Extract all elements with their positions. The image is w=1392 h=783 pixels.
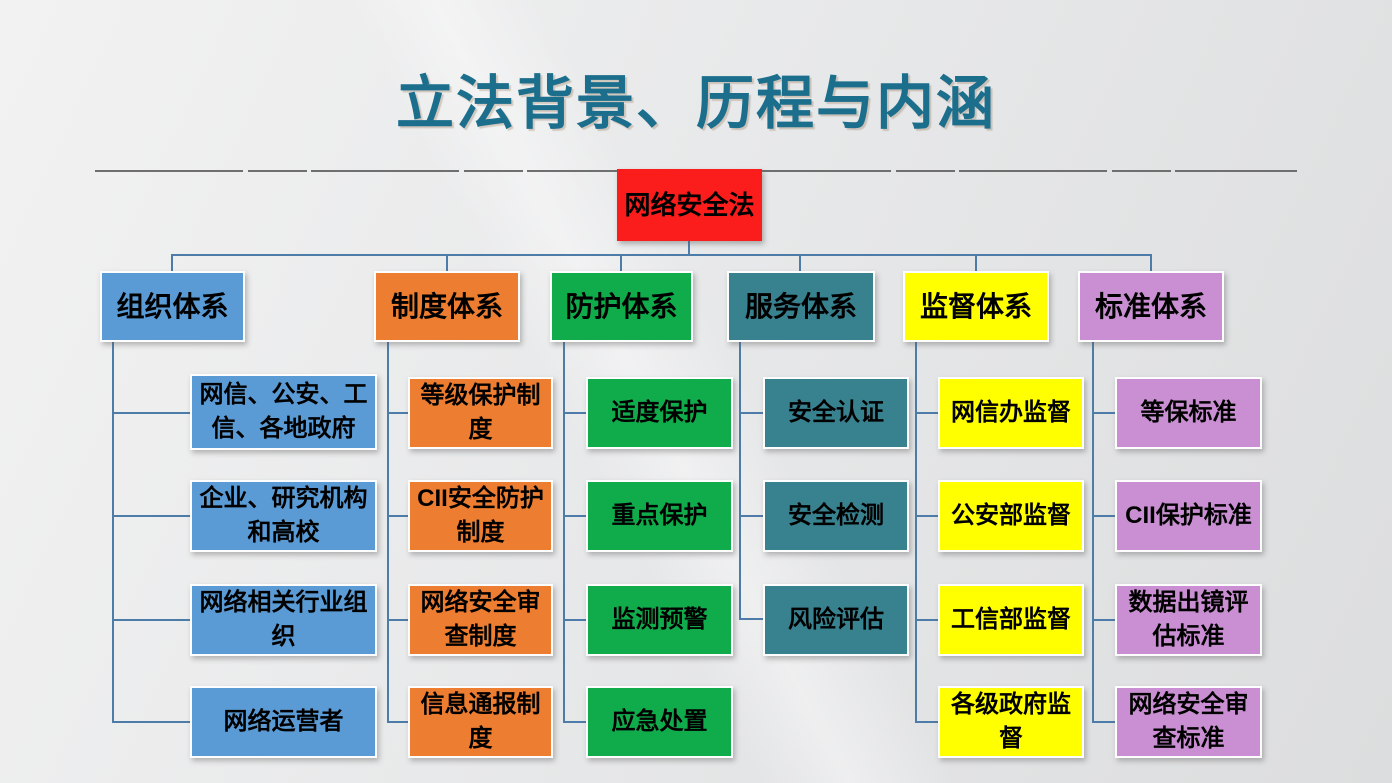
- connector-child-stub: [915, 619, 938, 621]
- connector-col-vline: [112, 342, 114, 723]
- connector-header-stub: [799, 255, 801, 272]
- connector-child-stub: [915, 515, 938, 517]
- tree-node: 应急处置: [586, 686, 733, 758]
- tree-node: 各级政府监督: [938, 686, 1084, 758]
- connector-header-stub: [446, 255, 448, 272]
- tree-node: 网络相关行业组织: [190, 584, 377, 656]
- tree-node: CII保护标准: [1115, 480, 1262, 552]
- tree-node-root: 网络安全法: [617, 169, 762, 241]
- tree-node: 监测预警: [586, 584, 733, 656]
- connector-child-stub: [739, 618, 763, 620]
- connector-child-stub: [563, 619, 586, 621]
- tree-node-header-supervise: 监督体系: [903, 271, 1049, 342]
- tree-node: 重点保护: [586, 480, 733, 552]
- tree-node-header-service: 服务体系: [727, 271, 875, 342]
- slide-title: 立法背景、历程与内涵: [395, 71, 996, 136]
- connector-child-stub: [112, 412, 190, 414]
- tree-node: 安全认证: [763, 377, 909, 449]
- tree-node: 企业、研究机构和高校: [190, 480, 377, 552]
- connector-col-vline: [739, 342, 741, 620]
- connector-header-stub: [171, 255, 173, 272]
- connector-child-stub: [563, 515, 586, 517]
- connector-child-stub: [112, 721, 190, 723]
- tree-node: 安全检测: [763, 480, 909, 552]
- tree-node: 等级保护制度: [408, 377, 553, 449]
- connector-child-stub: [387, 515, 408, 517]
- tree-node: 网信、公安、工信、各地政府: [190, 374, 377, 450]
- connector-col-vline: [915, 342, 917, 723]
- connector-child-stub: [739, 515, 763, 517]
- tree-node: 适度保护: [586, 377, 733, 449]
- tree-node: 等保标准: [1115, 377, 1262, 449]
- tree-node: 网络安全审查制度: [408, 584, 553, 656]
- tree-node: 数据出镜评估标准: [1115, 584, 1262, 656]
- connector-child-stub: [387, 619, 408, 621]
- connector-child-stub: [112, 619, 190, 621]
- connector-child-stub: [1092, 515, 1115, 517]
- connector-child-stub: [915, 721, 938, 723]
- tree-node: 工信部监督: [938, 584, 1084, 656]
- connector-header-stub: [620, 255, 622, 272]
- connector-child-stub: [387, 412, 408, 414]
- tree-node-header-system: 制度体系: [374, 271, 520, 342]
- tree-node: 网络运营者: [190, 686, 377, 758]
- tree-node-header-org: 组织体系: [100, 271, 245, 342]
- connector-col-vline: [1092, 342, 1094, 723]
- connector-header-stub: [975, 255, 977, 272]
- tree-node: 网络安全审查标准: [1115, 686, 1262, 758]
- connector-col-vline: [563, 342, 565, 723]
- connector-child-stub: [563, 412, 586, 414]
- connector-child-stub: [563, 721, 586, 723]
- connector-top-rail: [171, 254, 1152, 256]
- tree-node-header-protect: 防护体系: [550, 271, 693, 342]
- connector-child-stub: [1092, 721, 1115, 723]
- connector-child-stub: [739, 412, 763, 414]
- tree-node: 网信办监督: [938, 377, 1084, 449]
- connector-child-stub: [387, 721, 408, 723]
- connector-col-vline: [387, 342, 389, 723]
- connector-child-stub: [112, 515, 190, 517]
- tree-node: 公安部监督: [938, 480, 1084, 552]
- connector-header-stub: [1150, 255, 1152, 272]
- connector-child-stub: [915, 412, 938, 414]
- connector-child-stub: [1092, 412, 1115, 414]
- tree-node: 风险评估: [763, 584, 909, 656]
- connector-child-stub: [1092, 619, 1115, 621]
- connector-root-stem: [688, 241, 690, 255]
- tree-node-header-standard: 标准体系: [1078, 271, 1224, 342]
- tree-node: 信息通报制度: [408, 686, 553, 758]
- tree-node: CII安全防护制度: [408, 480, 553, 552]
